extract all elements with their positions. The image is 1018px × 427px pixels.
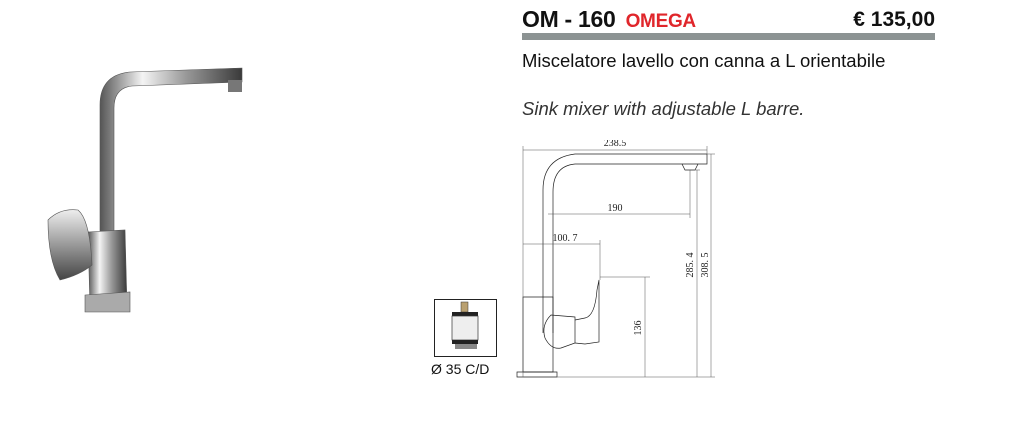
dim-lever-height: 136 [633, 321, 644, 336]
description-italian: Miscelatore lavello con canna a L orient… [522, 50, 886, 71]
product-photo [47, 67, 243, 313]
cartridge-icon [451, 301, 479, 349]
dim-outlet-reach: 190 [608, 203, 623, 214]
dim-outlet-height: 285. 4 [685, 253, 696, 278]
technical-drawing: 238.5 190 100. 7 136 285. 4 308. 5 [516, 140, 715, 378]
cartridge-image [434, 299, 497, 357]
dim-total-height: 308. 5 [700, 253, 711, 278]
product-price: € 135,00 [853, 8, 935, 31]
product-series: OMEGA [625, 11, 697, 32]
product-title: OM - 160 OMEGA [522, 6, 696, 33]
cartridge-label: Ø 35 C/D [431, 361, 490, 377]
product-code: OM - 160 [522, 6, 616, 32]
dim-spout-reach: 238.5 [604, 140, 627, 149]
header-rule [522, 33, 935, 40]
description-english: Sink mixer with adjustable L barre. [522, 98, 805, 119]
dim-lever-reach: 100. 7 [553, 233, 578, 244]
spout-outline [542, 153, 708, 333]
